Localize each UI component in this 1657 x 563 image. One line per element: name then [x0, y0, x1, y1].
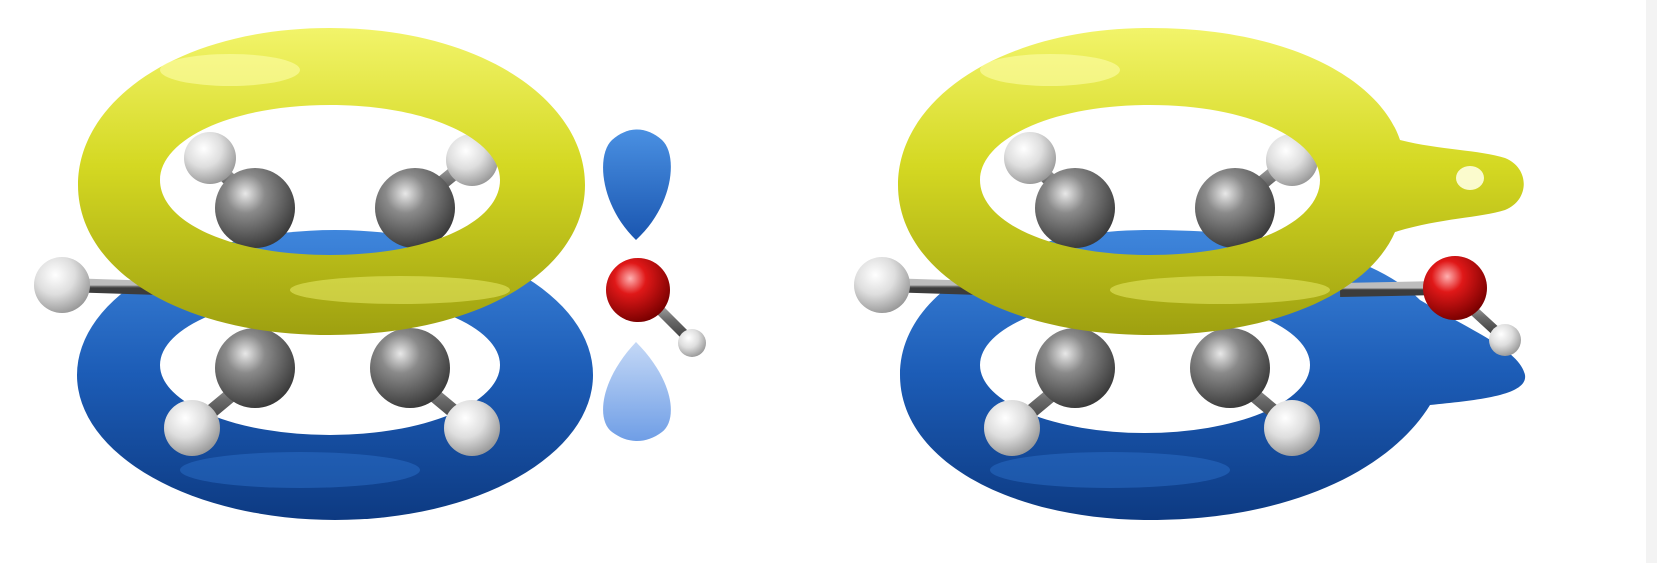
hydrogen-atom: [1489, 324, 1521, 356]
carbon-atom: [1190, 328, 1270, 408]
carbon-atom: [1195, 168, 1275, 248]
panel-right-delocalized-orbital: [854, 28, 1526, 520]
panel-left-isolated-orbital: [34, 28, 706, 520]
hydroxyl-group-right: [1423, 256, 1521, 356]
hydrogen-atom: [1264, 400, 1320, 456]
oxygen-atom: [1423, 256, 1487, 320]
lower-ring-atoms: [164, 328, 500, 456]
carbon-atom: [370, 328, 450, 408]
upper-yellow-lobe-merged: [898, 28, 1524, 335]
oxygen-atom: [606, 258, 670, 322]
hydrogen-atom: [984, 400, 1040, 456]
carbon-atom: [215, 168, 295, 248]
lower-ring-atoms-right: [984, 328, 1320, 456]
hydrogen-atom: [444, 400, 500, 456]
hydrogen-atom: [164, 400, 220, 456]
upper-ring-atoms: [184, 132, 498, 248]
carbon-atom: [1035, 168, 1115, 248]
carbon-atom: [215, 328, 295, 408]
carbon-atom: [1035, 328, 1115, 408]
hydrogen-atom: [1004, 132, 1056, 184]
image-edge: [1646, 0, 1657, 563]
carbon-atom: [375, 168, 455, 248]
hydrogen-atom: [854, 257, 910, 313]
hydrogen-atom: [678, 329, 706, 357]
upper-yellow-lobe: [78, 28, 585, 335]
upper-ring-atoms-right: [1004, 132, 1318, 248]
hydroxyl-group: [606, 258, 706, 357]
hydrogen-atom: [34, 257, 90, 313]
hydrogen-atom: [184, 132, 236, 184]
oxygen-p-orbital: [603, 129, 671, 441]
